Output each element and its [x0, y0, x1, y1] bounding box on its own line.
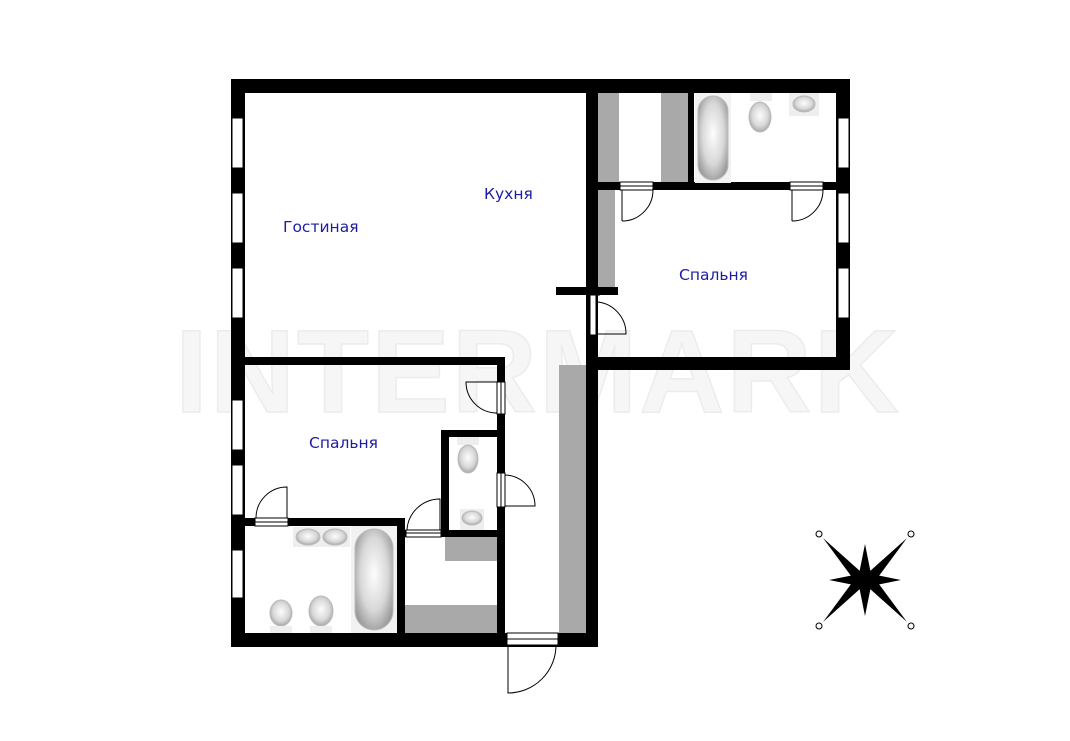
window [231, 192, 244, 244]
bathtub-icon [351, 526, 397, 633]
window [231, 267, 244, 319]
door-entrance [506, 632, 559, 694]
door-wc [496, 472, 536, 508]
room-label-bedroom-left: Спальня [309, 434, 378, 452]
window [231, 549, 244, 599]
toilet-icon [457, 437, 479, 474]
sink-icon [293, 527, 350, 547]
built-in-closets [405, 93, 688, 633]
bathtub-icon [695, 93, 731, 183]
door-bedroom-left [465, 381, 506, 415]
window [231, 399, 244, 451]
watermark-logo: INTERMARK [175, 306, 901, 438]
door-bedroom-right [589, 294, 627, 336]
sink-icon [789, 93, 819, 116]
door-storage [405, 498, 442, 538]
window [231, 117, 244, 169]
room-label-living-room: Гостиная [283, 218, 359, 236]
toilet-icon [748, 93, 772, 133]
sink-icon [460, 509, 484, 530]
room-label-kitchen: Кухня [484, 185, 533, 203]
room-label-bedroom-right: Спальня [679, 266, 748, 284]
door-bathroom-right [789, 181, 824, 222]
window [837, 192, 850, 244]
windows [231, 117, 850, 599]
window [231, 464, 244, 516]
toilet-icon [269, 595, 334, 633]
compass-rose-icon [815, 530, 915, 630]
window [837, 117, 850, 169]
door-bathroom-left [254, 486, 289, 527]
window [837, 267, 850, 319]
doors [254, 181, 824, 694]
door-closet [619, 181, 654, 222]
